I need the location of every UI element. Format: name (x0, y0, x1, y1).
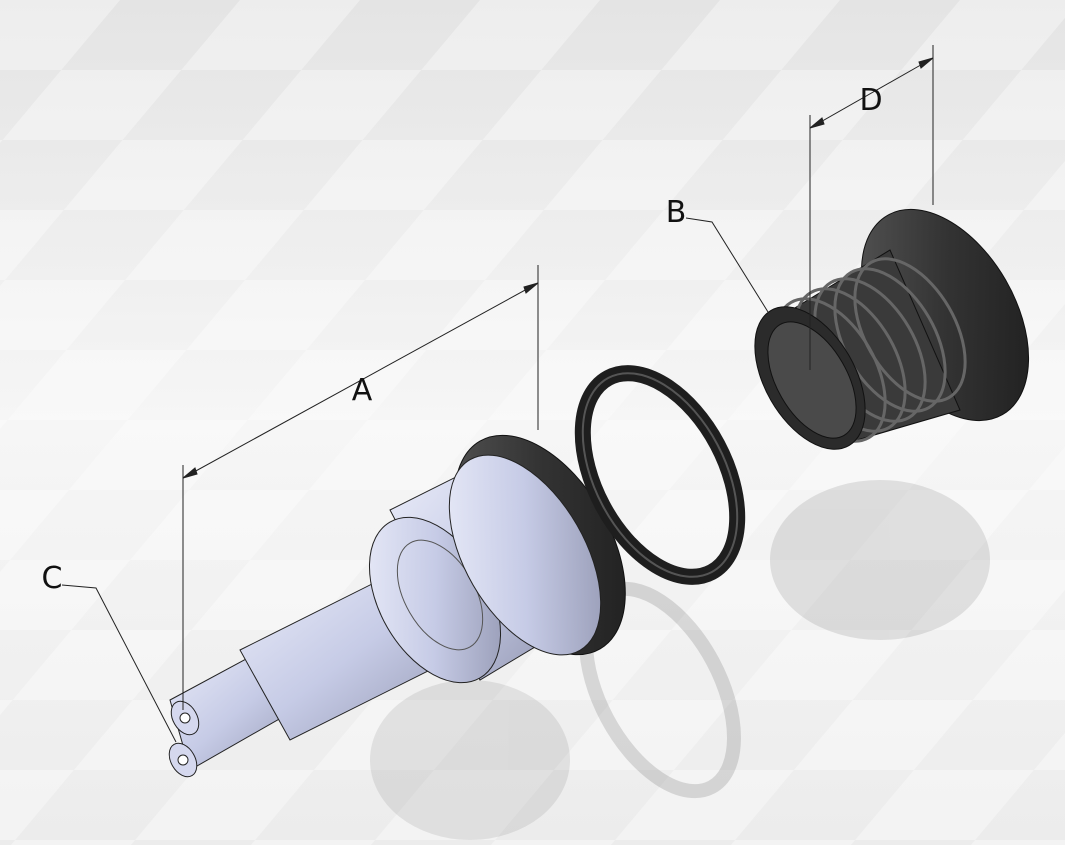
dimension-label-a: A (352, 373, 373, 408)
o-ring (574, 365, 746, 585)
callout-label-b: B (666, 195, 687, 230)
dimension-lines (61, 45, 934, 743)
dimension-label-d: D (859, 83, 882, 118)
reflections (370, 480, 990, 840)
probe-body (168, 434, 626, 778)
callout-label-c: C (42, 561, 63, 596)
threaded-nut (754, 208, 1030, 450)
